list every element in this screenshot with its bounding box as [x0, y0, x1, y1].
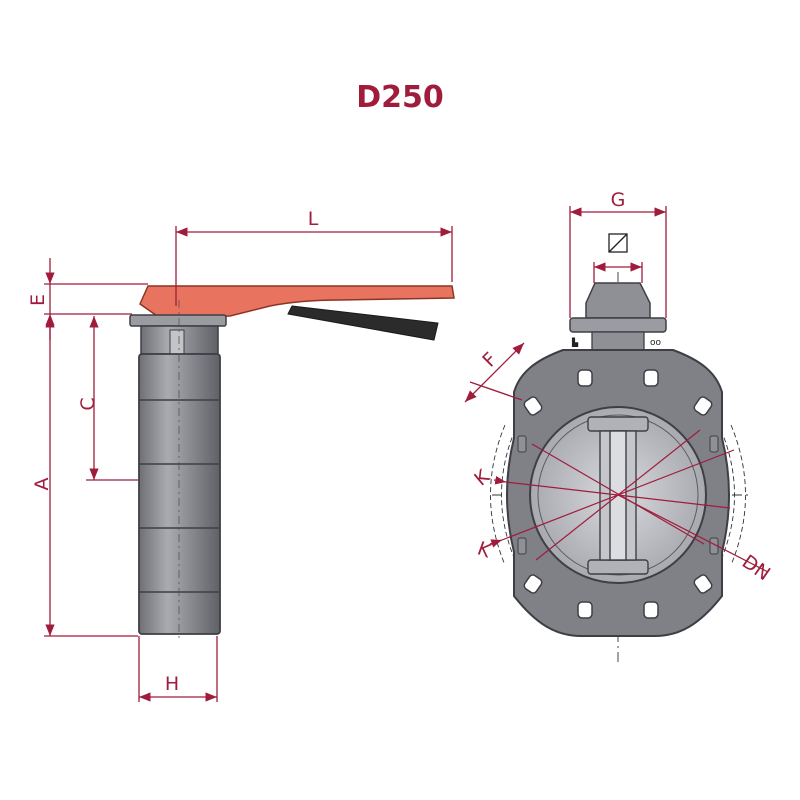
label-H: H [165, 673, 179, 695]
handle-lever [287, 305, 439, 341]
label-K-lower: K [474, 538, 494, 563]
top-flange [129, 314, 227, 327]
body-cylinder [138, 353, 221, 635]
actuator-stub [585, 282, 651, 319]
label-G: G [611, 189, 626, 211]
svg-text:▙: ▙ [571, 337, 579, 347]
side-view [44, 226, 455, 702]
svg-text:oo: oo [650, 338, 662, 348]
handle-top [139, 285, 455, 319]
label-A: A [31, 478, 53, 491]
label-K-upper: K [470, 465, 494, 490]
front-view: ▙ oo [464, 206, 769, 662]
bolt-holes [523, 369, 713, 619]
label-DN: DN [738, 551, 774, 586]
label-C: C [77, 397, 99, 410]
label-E: E [27, 294, 49, 306]
label-L: L [308, 208, 319, 230]
diagram-title: D250 [356, 80, 444, 115]
